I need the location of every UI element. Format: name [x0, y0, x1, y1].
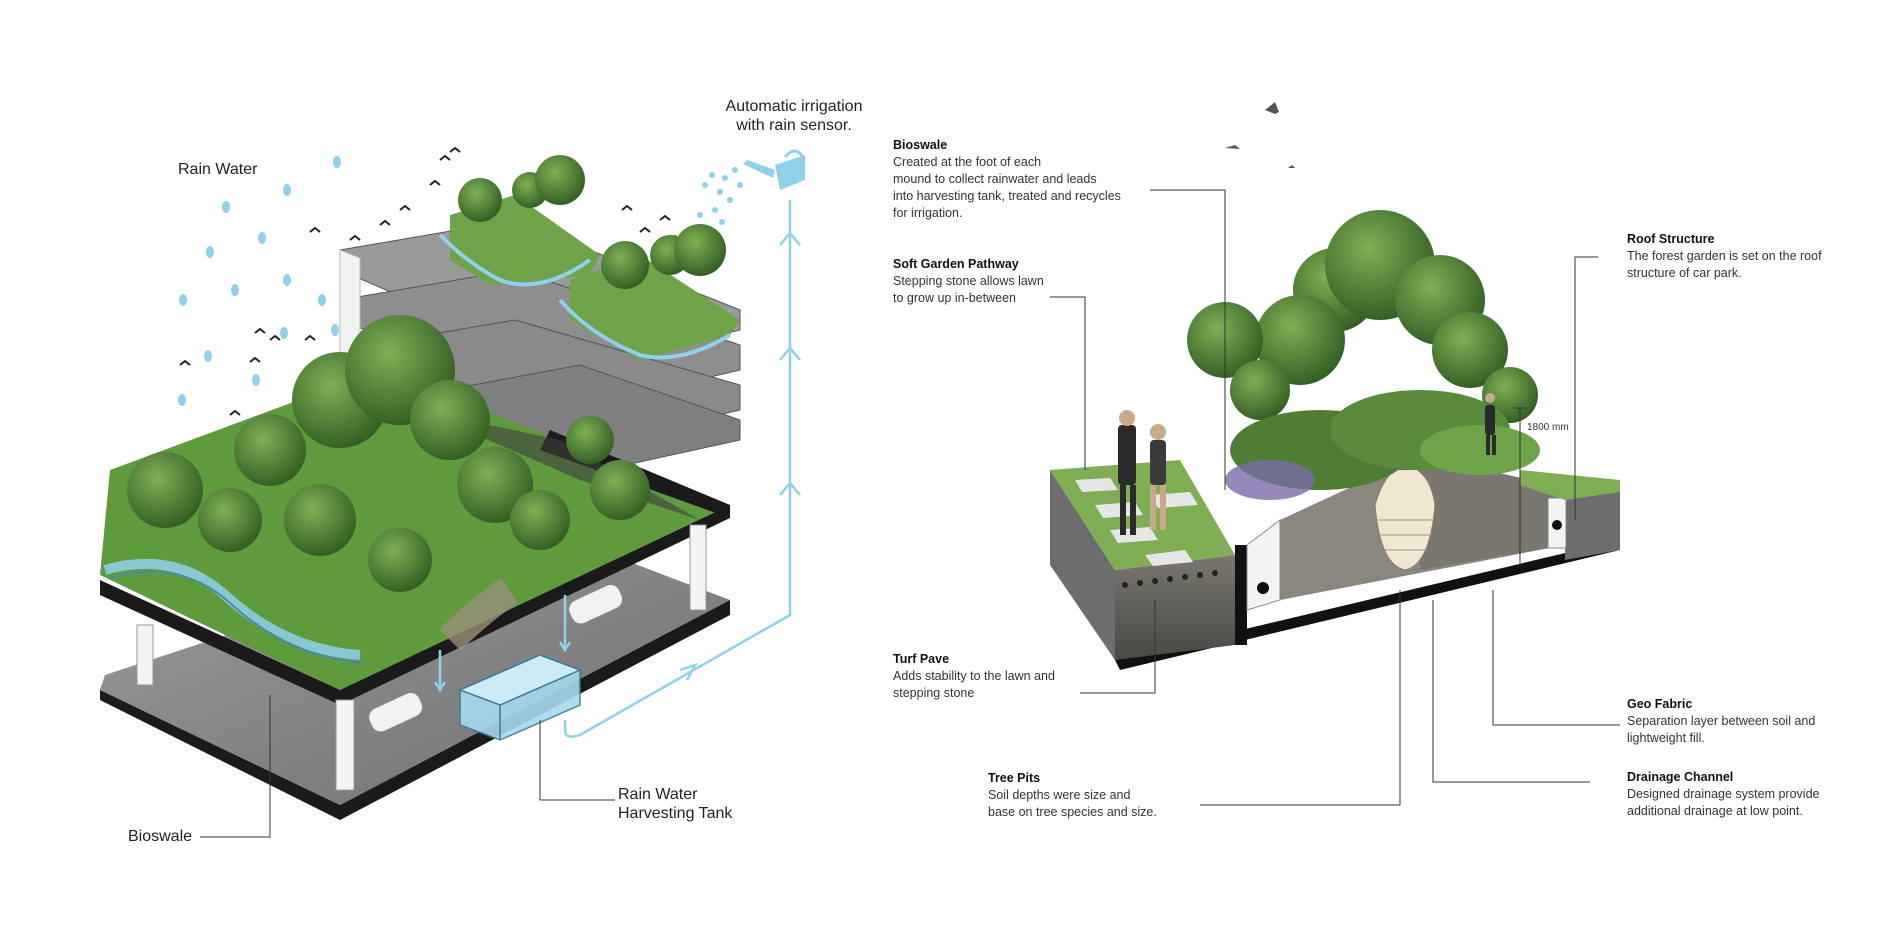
- section-vegetation: [1187, 210, 1540, 500]
- note-title: Drainage Channel: [1627, 770, 1734, 784]
- note-turf-pave: Turf Pave Adds stability to the lawn and…: [893, 651, 1055, 702]
- note-desc: Soil depths were size and base on tree s…: [988, 788, 1157, 819]
- roof-top-strip: [1520, 470, 1620, 500]
- dimension-label: 1800 mm: [1527, 422, 1569, 433]
- watering-can-icon: [697, 149, 805, 225]
- left-block: [1050, 470, 1115, 660]
- note-desc: Adds stability to the lawn and stepping …: [893, 669, 1055, 700]
- right-birds: [1225, 102, 1295, 168]
- people: [1118, 393, 1496, 535]
- dimension-line: [1514, 407, 1526, 565]
- pathway-block-front: [1115, 555, 1235, 660]
- right-model: [1050, 102, 1620, 806]
- note-desc: Stepping stone allows lawn to grow up in…: [893, 274, 1044, 305]
- cars: [368, 584, 624, 733]
- right-leader-lines: [1050, 189, 1620, 806]
- note-soft-garden-pathway: Soft Garden Pathway Stepping stone allow…: [893, 256, 1044, 307]
- rain-water-label: Rain Water: [178, 161, 258, 178]
- turf-pave-dots: [1122, 570, 1218, 588]
- roof-block: [1565, 490, 1620, 560]
- left-model: [100, 146, 805, 838]
- note-bioswale: Bioswale Created at the foot of each mou…: [893, 137, 1121, 222]
- columns: [136, 524, 707, 791]
- bioswale-channel: [1246, 518, 1281, 611]
- note-drainage-channel: Drainage Channel Designed drainage syste…: [1627, 769, 1819, 820]
- trees: [127, 315, 650, 592]
- left-leader-lines: [200, 695, 615, 838]
- note-roof-structure: Roof Structure The forest garden is set …: [1627, 231, 1822, 282]
- harvesting-tank: [458, 654, 582, 741]
- bioswale-label: Bioswale: [128, 828, 193, 845]
- note-desc: Created at the foot of each mound to col…: [893, 155, 1121, 220]
- irrigation-label: Automatic irrigation with rain sensor.: [725, 98, 863, 134]
- note-desc: The forest garden is set on the roof str…: [1627, 249, 1822, 280]
- harvesting-tank-label: Rain Water Harvesting Tank: [618, 786, 733, 822]
- note-title: Soft Garden Pathway: [893, 257, 1019, 271]
- note-tree-pits: Tree Pits Soil depths were size and base…: [988, 770, 1157, 821]
- note-title: Tree Pits: [988, 771, 1041, 785]
- note-title: Geo Fabric: [1627, 697, 1693, 711]
- water-flow: [433, 200, 801, 738]
- note-desc: Separation layer between soil and lightw…: [1627, 714, 1816, 745]
- ground-slab: [100, 505, 730, 820]
- note-desc: Designed drainage system provide additio…: [1627, 787, 1820, 818]
- note-title: Bioswale: [893, 138, 948, 152]
- note-title: Turf Pave: [893, 652, 950, 666]
- black-separator: [1235, 545, 1247, 645]
- roof-gardens: [438, 155, 740, 360]
- note-title: Roof Structure: [1627, 232, 1715, 246]
- note-geo-fabric: Geo Fabric Separation layer between soil…: [1627, 696, 1815, 747]
